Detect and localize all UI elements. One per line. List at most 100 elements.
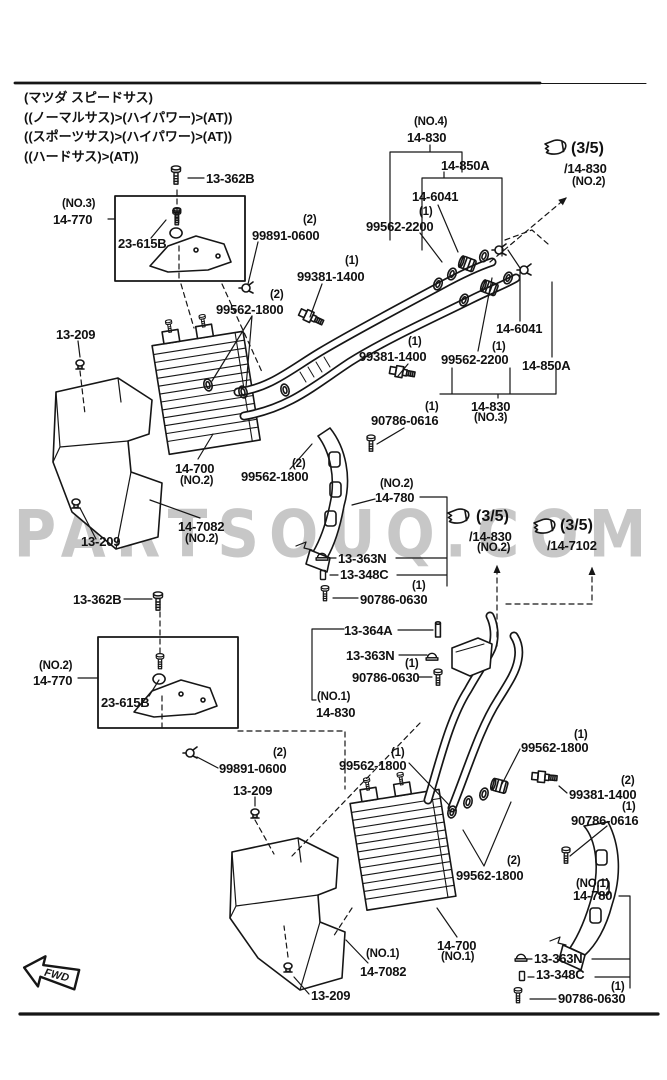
label-no3-1: (NO.3): [62, 198, 96, 210]
label-qty1-6: (1): [412, 580, 426, 592]
dashed-lines: [79, 189, 596, 958]
label-no2-4: (NO.2): [185, 533, 219, 545]
label-no4-1: (NO.4): [414, 116, 448, 128]
fwd-arrow: FWD: [22, 955, 81, 991]
label-no1-1: (NO.1): [317, 691, 351, 703]
label-13-209-2: 13-209: [81, 534, 121, 549]
label-99562-2200-1: 99562-2200: [366, 219, 434, 234]
label-90786-0616-1: 90786-0616: [371, 413, 439, 428]
hand-icon-3: [533, 518, 556, 534]
label-23-615B-1: 23-615B: [118, 236, 167, 251]
note-line-4: ((ハードサス)>(AT)): [24, 148, 139, 164]
label-no2-1: (NO.2): [572, 176, 606, 188]
label-qty1-10: (1): [622, 801, 636, 813]
label-sheet-ref-2: (3/5): [476, 508, 509, 525]
label-sheet-ref-1: (3/5): [571, 140, 604, 157]
label-qty2-4: (2): [273, 747, 287, 759]
label-14-7082-1: 14-7082: [178, 519, 225, 534]
oil-cooler-lower: [349, 771, 457, 912]
air-duct-upper: [52, 377, 163, 550]
label-qty1-8: (1): [391, 747, 405, 759]
label-13-348C-2: 13-348C: [536, 967, 585, 982]
label-99562-2200-2: 99562-2200: [441, 352, 509, 367]
label-qty1-1: (1): [345, 255, 359, 267]
label-13-209-3: 13-209: [233, 783, 273, 798]
label-qty1-11: (1): [611, 981, 625, 993]
applicability-notes: (マツダ スピードサス) ((ノーマルサス)>(ハイパワー)>(AT)) ((ス…: [24, 88, 232, 166]
bracket-detail-box-upper: [114, 195, 246, 282]
hose-assembly-lower: [423, 611, 559, 820]
label-99562-1800-3: 99562-1800: [339, 758, 407, 773]
label-no3-2: (NO.3): [474, 412, 508, 424]
label-qty1-2: (1): [419, 206, 433, 218]
label-qty2-5: (2): [621, 775, 635, 787]
label-13-363N-1: 13-363N: [338, 551, 387, 566]
note-line-3: ((スポーツサス)>(ハイパワー)>(AT)): [24, 129, 233, 144]
label-90786-0630-3: 90786-0630: [558, 991, 626, 1006]
hose-assembly-upper: [201, 243, 532, 421]
label-13-362B-1: 13-362B: [206, 171, 255, 186]
label-99381-1400-3: 99381-1400: [569, 787, 637, 802]
label-99562-1800-4: 99562-1800: [521, 740, 589, 755]
label-23-615B-2: 23-615B: [101, 695, 150, 710]
label-no1-4: (NO.1): [366, 948, 400, 960]
label-90786-0616-2: 90786-0616: [571, 813, 639, 828]
label-90786-0630-2: 90786-0630: [352, 670, 420, 685]
label-90786-0630-1: 90786-0630: [360, 592, 428, 607]
top-rule: [13, 81, 647, 85]
label-qty2-2: (2): [270, 289, 284, 301]
label-qty1-9: (1): [574, 729, 588, 741]
label-14-780-1: 14-780: [375, 490, 415, 505]
label-14-830-3: 14-830: [316, 705, 356, 720]
label-ref-14-830-1: /14-830: [564, 161, 607, 176]
label-13-348C-1: 13-348C: [340, 567, 389, 582]
label-14-780-2: 14-780: [573, 888, 613, 903]
label-99891-0600-1: 99891-0600: [252, 228, 320, 243]
label-99562-1800-5: 99562-1800: [456, 868, 524, 883]
label-14-6041-2: 14-6041: [496, 321, 543, 336]
label-99562-1800-1: 99562-1800: [216, 302, 284, 317]
label-qty2-6: (2): [507, 855, 521, 867]
label-13-364A-1: 13-364A: [344, 623, 393, 638]
label-13-363N-2: 13-363N: [346, 648, 395, 663]
label-14-700-2: 14-700: [437, 938, 477, 953]
label-13-362B-2: 13-362B: [73, 592, 122, 607]
label-14-6041-1: 14-6041: [412, 189, 459, 204]
air-duct-lower: [229, 837, 346, 991]
label-no2-2: (NO.2): [180, 475, 214, 487]
label-no1-3: (NO.1): [441, 951, 475, 963]
label-qty2-1: (2): [303, 214, 317, 226]
mounting-bracket-upper: [295, 427, 376, 602]
label-13-363N-3: 13-363N: [534, 951, 583, 966]
label-qty1-4: (1): [492, 341, 506, 353]
label-14-850A-2: 14-850A: [522, 358, 571, 373]
label-sheet-ref-3: (3/5): [560, 517, 593, 534]
label-qty2-3: (2): [292, 458, 306, 470]
label-ref-14-7102-1: /14-7102: [547, 538, 597, 553]
label-no2-5: (NO.2): [477, 542, 511, 554]
bracket-detail-box-lower: [97, 636, 239, 729]
label-qty1-5: (1): [425, 401, 439, 413]
label-no2-3: (NO.2): [380, 478, 414, 490]
label-qty1-3: (1): [408, 336, 422, 348]
oil-cooler-upper: [151, 313, 261, 456]
label-99562-1800-2: 99562-1800: [241, 469, 309, 484]
leader-lines: [77, 144, 631, 1000]
label-qty1-7: (1): [405, 658, 419, 670]
label-13-209-4: 13-209: [311, 988, 351, 1003]
mounting-bracket-lower: [513, 821, 620, 1004]
label-14-830-2: 14-830: [471, 399, 511, 414]
note-line-2: ((ノーマルサス)>(ハイパワー)>(AT)): [24, 109, 233, 125]
label-no1-2: (NO.1): [576, 878, 610, 890]
label-14-7082-2: 14-7082: [360, 964, 407, 979]
label-99891-0600-2: 99891-0600: [219, 761, 287, 776]
label-14-830-1: 14-830: [407, 130, 447, 145]
label-14-770-1: 14-770: [53, 212, 93, 227]
label-14-770-2: 14-770: [33, 673, 73, 688]
label-14-850A-1: 14-850A: [441, 158, 490, 173]
label-14-700-1: 14-700: [175, 461, 215, 476]
label-99381-1400-1: 99381-1400: [297, 269, 365, 284]
label-99381-1400-2: 99381-1400: [359, 349, 427, 364]
